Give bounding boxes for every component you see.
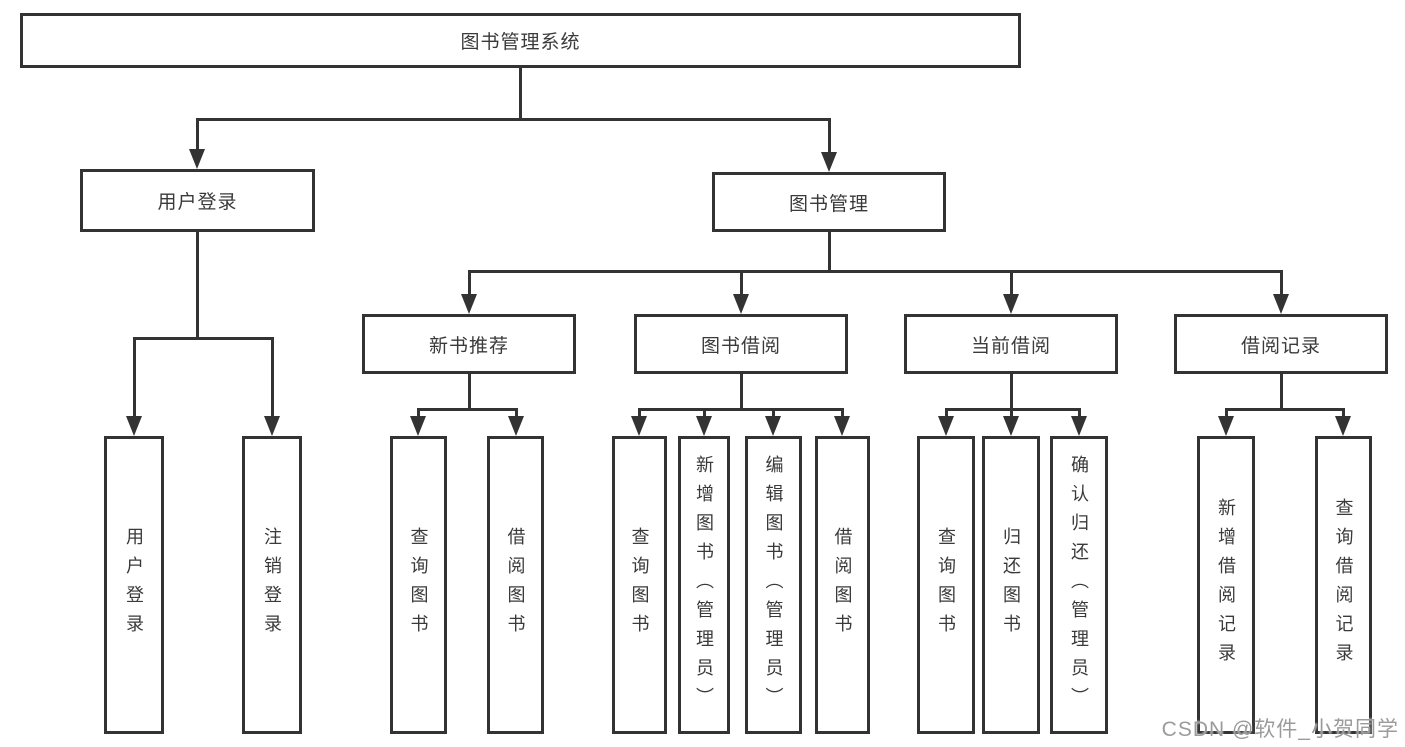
node-borrow-records: 借阅记录 xyxy=(1174,314,1388,374)
node-book-management: 图书管理 xyxy=(712,172,946,232)
arrow-down-icon xyxy=(631,416,647,436)
leaf-edit-book-admin: 编辑图书（管理员） xyxy=(745,436,802,734)
connector-new-book-rec-stem xyxy=(468,374,471,411)
leaf-borrow-book-recommend-label: 借阅图书 xyxy=(505,527,526,643)
arrow-down-icon xyxy=(696,416,712,436)
leaf-user-login-label: 用户登录 xyxy=(124,527,144,643)
node-user-login: 用户登录 xyxy=(80,169,315,232)
leaf-query-book-current-label: 查询图书 xyxy=(936,527,956,643)
leaf-borrow-book: 借阅图书 xyxy=(815,436,870,734)
connector-book-mgmt-stem xyxy=(828,232,831,273)
connector-drop xyxy=(1342,408,1345,418)
leaf-borrow-book-recommend: 借阅图书 xyxy=(487,436,544,734)
leaf-query-book-recommend-label: 查询图书 xyxy=(408,527,429,643)
connector-drop xyxy=(1078,408,1081,418)
node-current-borrowing: 当前借阅 xyxy=(904,314,1118,374)
node-new-book-recommend-label: 新书推荐 xyxy=(428,335,509,357)
arrow-down-icon xyxy=(1273,294,1289,314)
arrow-down-icon xyxy=(1218,416,1234,436)
arrow-down-icon xyxy=(461,294,477,314)
connector-level1-hline xyxy=(196,118,831,121)
arrow-down-icon xyxy=(1003,294,1019,314)
leaf-edit-book-admin-label: 编辑图书（管理员） xyxy=(763,454,784,716)
arrow-down-icon xyxy=(821,152,837,172)
arrow-down-icon xyxy=(264,416,280,436)
arrow-down-icon xyxy=(126,416,142,436)
leaf-return-book: 归还图书 xyxy=(982,436,1040,734)
leaf-logout: 注销登录 xyxy=(242,436,302,734)
leaf-query-book-borrowing-label: 查询图书 xyxy=(629,527,650,643)
node-root-label: 图书管理系统 xyxy=(460,32,581,53)
leaf-return-book-label: 归还图书 xyxy=(1001,527,1021,643)
connector-drop xyxy=(1225,408,1228,418)
leaf-add-borrow-record: 新增借阅记录 xyxy=(1197,436,1255,734)
connector-drop xyxy=(468,270,471,297)
leaf-add-book-admin-label: 新增图书（管理员） xyxy=(694,454,714,716)
leaf-user-login: 用户登录 xyxy=(104,436,164,734)
connector-drop xyxy=(1280,270,1283,297)
arrow-down-icon xyxy=(938,416,954,436)
arrow-down-icon xyxy=(508,416,524,436)
connector-borrow-records-stem xyxy=(1280,374,1283,411)
connector-current-borrow-stem xyxy=(1010,374,1013,411)
connector-drop xyxy=(271,337,274,418)
node-borrow-records-label: 借阅记录 xyxy=(1240,335,1321,357)
connector-current-borrow-hline xyxy=(945,408,1081,411)
csdn-watermark: CSDN @软件_小贺同学 xyxy=(1161,718,1399,741)
node-user-login-label: 用户登录 xyxy=(157,192,238,213)
connector-drop xyxy=(828,118,831,154)
connector-drop xyxy=(133,337,136,418)
leaf-query-book-borrowing: 查询图书 xyxy=(612,436,667,734)
connector-drop xyxy=(740,270,743,297)
node-book-management-label: 图书管理 xyxy=(788,193,869,215)
connector-drop xyxy=(772,408,775,418)
leaf-confirm-return-admin: 确认归还（管理员） xyxy=(1050,436,1108,734)
connector-borrow-records-hline xyxy=(1225,408,1345,411)
node-new-book-recommend: 新书推荐 xyxy=(362,314,576,374)
leaf-query-borrow-record-label: 查询借阅记录 xyxy=(1333,498,1354,672)
connector-drop xyxy=(841,408,844,418)
connector-drop xyxy=(515,408,518,418)
leaf-borrow-book-label: 借阅图书 xyxy=(832,527,853,643)
connector-drop xyxy=(417,408,420,418)
connector-book-borrow-stem xyxy=(740,374,743,411)
arrow-down-icon xyxy=(765,416,781,436)
arrow-down-icon xyxy=(1071,416,1087,436)
leaf-query-book-recommend: 查询图书 xyxy=(390,436,447,734)
node-book-borrowing: 图书借阅 xyxy=(634,314,848,374)
connector-user-login-hline xyxy=(133,337,274,340)
node-current-borrowing-label: 当前借阅 xyxy=(970,335,1051,357)
connector-drop xyxy=(1010,270,1013,297)
arrow-down-icon xyxy=(1335,416,1351,436)
arrow-down-icon xyxy=(1003,416,1019,436)
leaf-confirm-return-admin-label: 确认归还（管理员） xyxy=(1069,454,1089,716)
connector-drop xyxy=(196,118,199,151)
connector-book-mgmt-hline xyxy=(468,270,1283,273)
connector-drop xyxy=(638,408,641,418)
leaf-query-borrow-record: 查询借阅记录 xyxy=(1315,436,1372,734)
arrow-down-icon xyxy=(189,149,205,169)
connector-new-book-rec-hline xyxy=(417,408,518,411)
connector-book-borrow-hline xyxy=(638,408,844,411)
connector-root-stem xyxy=(519,68,522,121)
leaf-add-book-admin: 新增图书（管理员） xyxy=(678,436,730,734)
node-book-borrowing-label: 图书借阅 xyxy=(700,335,781,357)
arrow-down-icon xyxy=(410,416,426,436)
connector-drop xyxy=(703,408,706,418)
node-root: 图书管理系统 xyxy=(20,13,1021,68)
arrow-down-icon xyxy=(834,416,850,436)
connector-user-login-stem xyxy=(196,232,199,340)
leaf-logout-label: 注销登录 xyxy=(262,527,282,643)
connector-drop xyxy=(1010,408,1013,418)
arrow-down-icon xyxy=(733,294,749,314)
connector-drop xyxy=(945,408,948,418)
leaf-query-book-current: 查询图书 xyxy=(917,436,975,734)
leaf-add-borrow-record-label: 新增借阅记录 xyxy=(1216,498,1236,672)
